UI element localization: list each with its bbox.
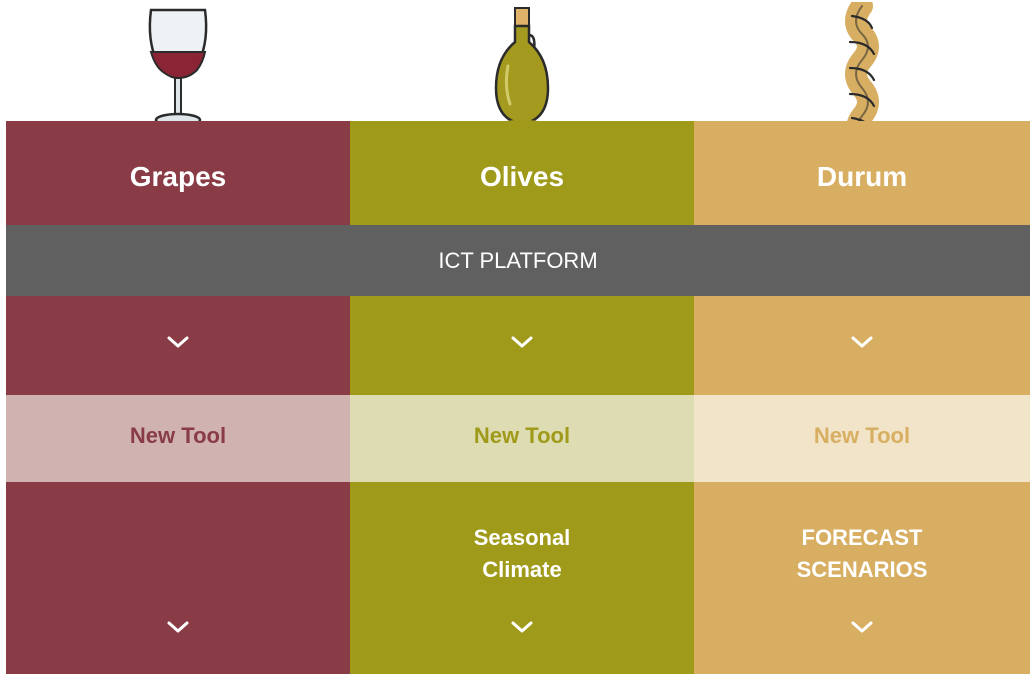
bottom-label: FORECAST SCENARIOS — [694, 522, 1030, 586]
new-tool-label: New Tool — [473, 423, 571, 448]
chevron-down-icon[interactable] — [510, 334, 534, 350]
durum-icon-area — [694, 0, 1030, 140]
durum-title-block: Durum — [694, 121, 1030, 225]
bottom-label-line-2: Climate — [482, 557, 562, 582]
olives-new-tool-band: New Tool — [350, 395, 694, 482]
grapes-new-tool-band: New Tool — [6, 395, 350, 482]
grapes-bottom-block — [6, 482, 350, 674]
durum-new-tool-band: New Tool — [694, 395, 1030, 482]
bottom-label-line-1: Seasonal — [473, 525, 571, 550]
ict-platform-band: ICT PLATFORM — [6, 225, 1030, 296]
chevron-down-icon[interactable] — [850, 334, 874, 350]
column-title: Olives — [479, 161, 565, 192]
olives-bottom-block: Seasonal Climate — [350, 482, 694, 674]
durum-bottom-block: FORECAST SCENARIOS — [694, 482, 1030, 674]
olives-title-block: Olives — [350, 121, 694, 225]
chevron-down-icon[interactable] — [510, 619, 534, 635]
bottom-label-line-1: FORECAST — [801, 525, 923, 550]
wine-glass-icon — [148, 8, 208, 128]
chevron-down-icon[interactable] — [850, 619, 874, 635]
chevron-down-icon[interactable] — [166, 619, 190, 635]
grapes-chevron-block — [6, 296, 350, 395]
olives-column: Olives New Tool Seasonal Climate — [350, 0, 694, 674]
chevron-down-icon[interactable] — [166, 334, 190, 350]
bottom-label: Seasonal Climate — [350, 522, 694, 586]
new-tool-label: New Tool — [129, 423, 227, 448]
new-tool-label: New Tool — [813, 423, 911, 448]
olives-chevron-block — [350, 296, 694, 395]
column-title: Durum — [816, 161, 908, 192]
olives-icon-area — [350, 0, 694, 140]
column-title: Grapes — [129, 161, 227, 192]
grapes-icon-area — [6, 0, 350, 140]
pasta-fusilli-icon — [845, 2, 879, 136]
olive-oil-bottle-icon — [494, 7, 550, 128]
grapes-column: Grapes New Tool — [6, 0, 350, 674]
grapes-title-block: Grapes — [6, 121, 350, 225]
durum-column: Durum New Tool FORECAST SCENARIOS — [694, 0, 1030, 674]
bottom-label-line-2: SCENARIOS — [796, 557, 928, 582]
durum-chevron-block — [694, 296, 1030, 395]
